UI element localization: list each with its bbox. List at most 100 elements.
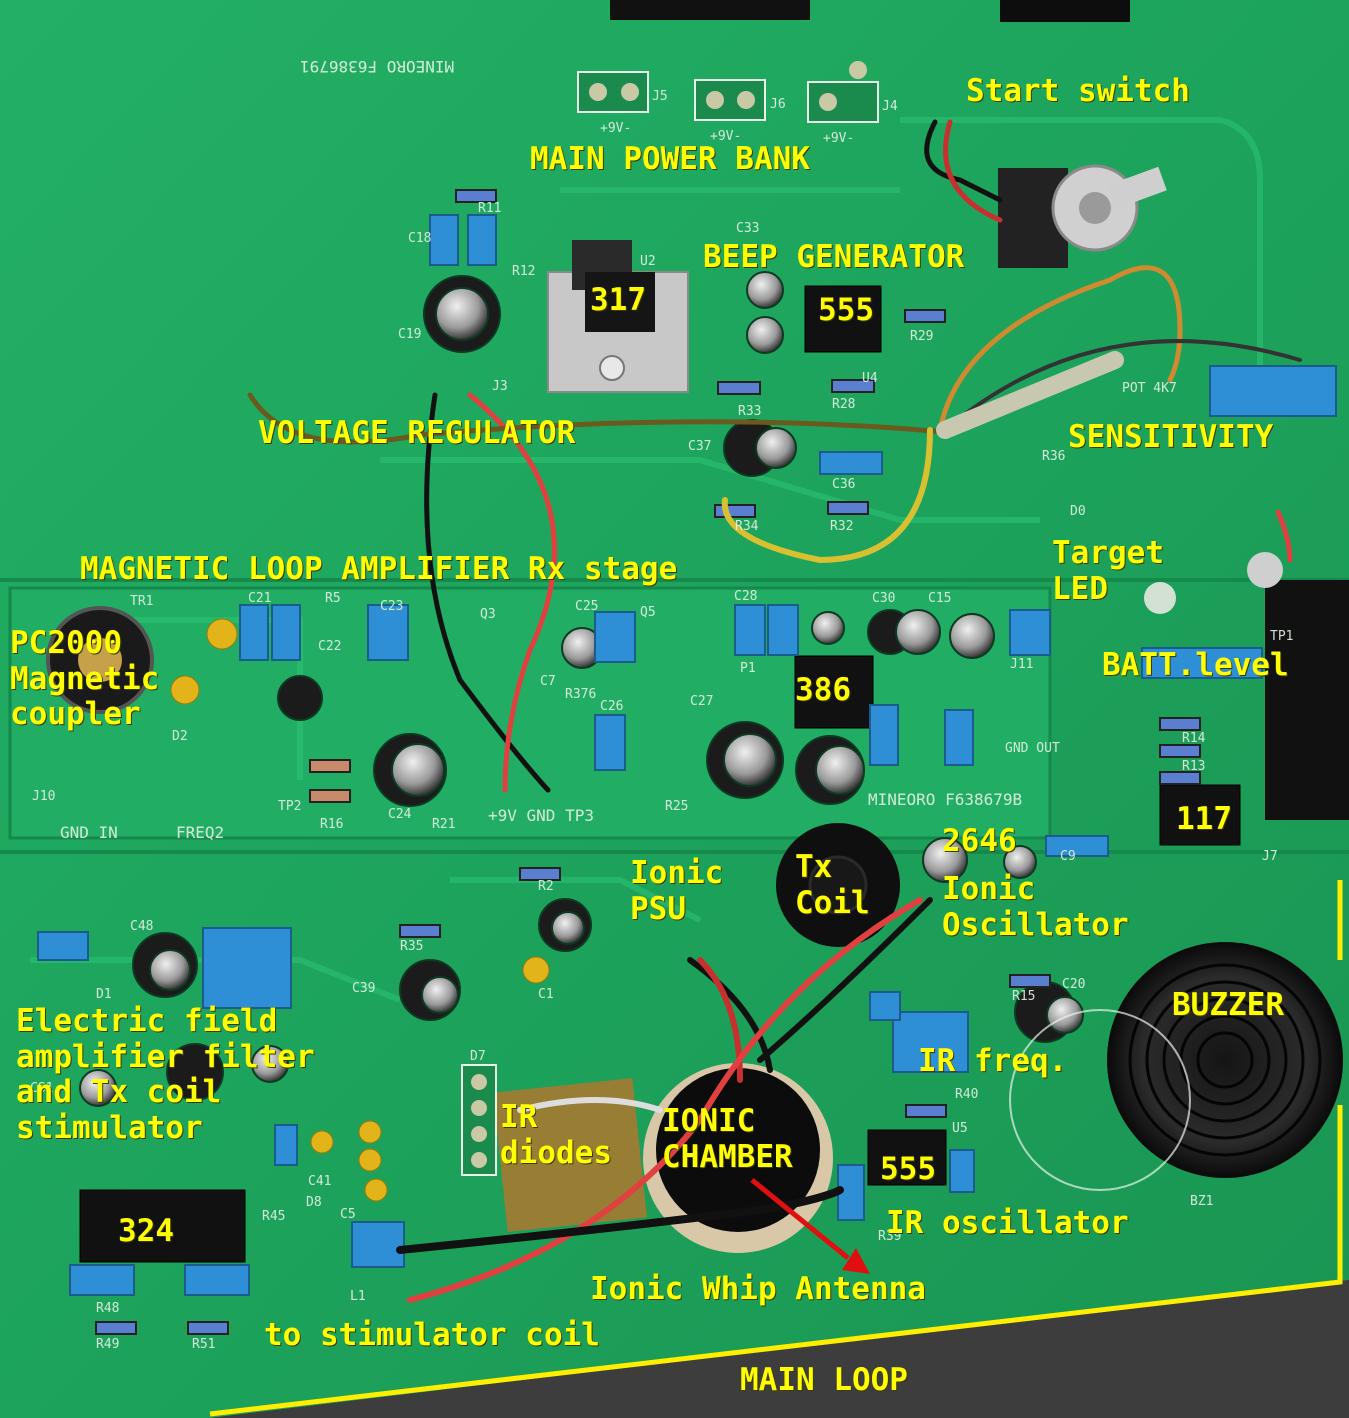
label-batt-level: BATT.level: [1102, 647, 1289, 683]
silk-c25: C25: [575, 599, 599, 614]
silk-mineoro-top: MINEORO F6386791: [300, 57, 455, 76]
silk-r2: R2: [538, 879, 554, 894]
silk-c39: C39: [352, 981, 376, 996]
silk-r34: R34: [735, 519, 759, 534]
silk-plus9v-gnd-tp3: +9V GND TP3: [488, 806, 594, 825]
silk-bz1: BZ1: [1190, 1194, 1214, 1209]
silk-pot: POT 4K7: [1122, 381, 1177, 396]
silk-r13: R13: [1182, 759, 1206, 774]
label-chip-324: 324: [118, 1213, 174, 1249]
label-pc2000-coupler: PC2000 Magnetic coupler: [10, 625, 160, 733]
silk-plus9v-3: +9V-: [823, 131, 855, 146]
silk-c41: C41: [308, 1174, 332, 1189]
label-main-loop: MAIN LOOP: [740, 1362, 908, 1398]
silk-r48: R48: [96, 1301, 120, 1316]
label-chip-117: 117: [1176, 801, 1232, 837]
silk-u4: U4: [862, 371, 878, 386]
silk-r45: R45: [262, 1209, 286, 1224]
silk-r36: R36: [1042, 449, 1066, 464]
silk-c21: C21: [248, 591, 272, 606]
silk-r12: R12: [512, 264, 536, 279]
silk-r49: R49: [96, 1337, 120, 1352]
silk-r376: R376: [565, 687, 597, 702]
silk-gnd-in: GND IN: [60, 823, 118, 842]
silk-j6: J6: [770, 97, 786, 112]
silk-c24: C24: [388, 807, 412, 822]
silk-d1: D1: [96, 987, 112, 1002]
silk-r5: R5: [325, 591, 341, 606]
label-start-switch: Start switch: [966, 73, 1190, 109]
silk-plus9v-2: +9V-: [710, 129, 742, 144]
silk-j10: J10: [32, 789, 56, 804]
silk-d2: D2: [172, 729, 188, 744]
silk-tr1: TR1: [130, 594, 154, 609]
silk-q3: Q3: [480, 607, 496, 622]
silk-j5: J5: [652, 89, 668, 104]
silk-gnd-out: GND OUT: [1005, 741, 1060, 756]
silk-r28: R28: [832, 397, 856, 412]
silk-c28: C28: [734, 589, 758, 604]
label-ionic-chamber: IONIC CHAMBER: [662, 1103, 793, 1175]
silk-mineoro-mid: MINEORO F638679B: [868, 790, 1023, 809]
silk-u5: U5: [952, 1121, 968, 1136]
label-ionic-whip-antenna: Ionic Whip Antenna: [590, 1271, 926, 1307]
label-chip-317: 317: [590, 282, 646, 318]
silk-c1: C1: [538, 987, 554, 1002]
silk-c19: C19: [398, 327, 422, 342]
label-main-power-bank: MAIN POWER BANK: [530, 141, 810, 177]
silk-cs1: CS1: [30, 1081, 54, 1096]
silk-tp1: TP1: [1270, 629, 1294, 644]
silk-j4: J4: [882, 99, 898, 114]
silk-r33: R33: [738, 404, 762, 419]
silk-r25: R25: [665, 799, 689, 814]
label-buzzer: BUZZER: [1172, 987, 1284, 1023]
silk-r14: R14: [1182, 731, 1206, 746]
label-target-led: Target LED: [1052, 535, 1164, 607]
label-chip-2646: 2646: [942, 823, 1017, 859]
silk-d7: D7: [470, 1049, 486, 1064]
silk-c22: C22: [318, 639, 342, 654]
silk-c23: C23: [380, 599, 404, 614]
silk-r51: R51: [192, 1337, 216, 1352]
silk-c9: C9: [1060, 849, 1076, 864]
label-chip-555-top: 555: [818, 292, 874, 328]
silk-r21: R21: [432, 817, 456, 832]
silk-c36: C36: [832, 477, 856, 492]
silk-c33: C33: [736, 221, 760, 236]
silk-r29: R29: [910, 329, 934, 344]
silk-c18: C18: [408, 231, 432, 246]
silk-l1: L1: [350, 1289, 366, 1304]
silk-c30: C30: [872, 591, 896, 606]
silk-r39: R39: [878, 1229, 902, 1244]
label-beep-generator: BEEP GENERATOR: [703, 239, 965, 275]
label-ionic-psu: Ionic PSU: [630, 855, 724, 927]
silk-c27: C27: [690, 694, 714, 709]
silk-c48: C48: [130, 919, 154, 934]
silk-c15: C15: [928, 591, 952, 606]
silk-r15: R15: [1012, 989, 1036, 1004]
silk-plus9v-1: +9V-: [600, 121, 632, 136]
silk-q5: Q5: [640, 605, 656, 620]
silk-r16: R16: [320, 817, 344, 832]
silk-c5: C5: [340, 1207, 356, 1222]
label-ir-freq: IR freq.: [918, 1043, 1068, 1079]
silk-d8: D8: [306, 1195, 322, 1210]
silk-c7: C7: [540, 674, 556, 689]
silk-j3: J3: [492, 379, 508, 394]
silk-r40: R40: [955, 1087, 979, 1102]
label-sensitivity: SENSITIVITY: [1068, 419, 1274, 455]
label-magnetic-loop-amplifier: MAGNETIC LOOP AMPLIFIER Rx stage: [80, 551, 678, 587]
silk-r35: R35: [400, 939, 424, 954]
label-to-stimulator-coil: to stimulator coil: [264, 1317, 600, 1353]
label-ir-diodes: IR diodes: [500, 1099, 612, 1171]
silk-c26: C26: [600, 699, 624, 714]
silk-d0: D0: [1070, 504, 1086, 519]
label-chip-555-bottom: 555: [880, 1151, 936, 1187]
silk-p1: P1: [740, 661, 756, 676]
label-tx-coil: Tx Coil: [795, 849, 870, 921]
label-electric-field-amplifier: Electric field amplifier filter and Tx c…: [16, 1003, 315, 1146]
label-ir-oscillator: IR oscillator: [886, 1205, 1129, 1241]
silk-j11: J11: [1010, 657, 1034, 672]
